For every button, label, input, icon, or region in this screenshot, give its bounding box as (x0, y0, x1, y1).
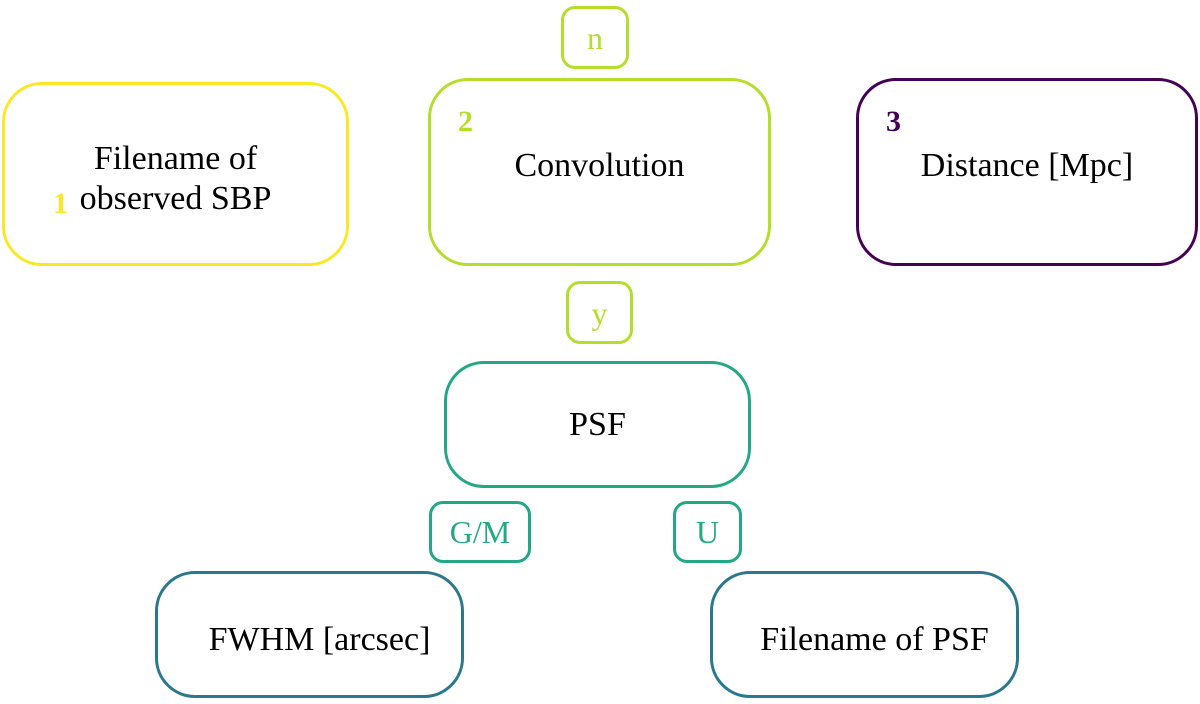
option-y-tag[interactable]: y (566, 281, 633, 344)
psf-filename-label: Filename of PSF (760, 620, 989, 658)
option-gm-label: G/M (449, 514, 511, 550)
option-u-tag[interactable]: U (673, 501, 742, 563)
option-gm-tag[interactable]: G/M (429, 501, 531, 563)
observed-sbp-filename-label: Filename of observed SBP (80, 139, 272, 219)
option-y-label: y (591, 294, 608, 331)
option-u-label: U (695, 514, 720, 550)
fwhm-box[interactable]: FWHM [arcsec] (155, 571, 464, 698)
step-number-3: 3 (886, 105, 901, 138)
step-number-2: 2 (458, 105, 473, 138)
distance-box[interactable]: 3 Distance [Mpc] (856, 78, 1198, 266)
convolution-label: Convolution (514, 147, 685, 184)
fwhm-label: FWHM [arcsec] (208, 620, 431, 658)
psf-label: PSF (569, 405, 626, 443)
distance-label: Distance [Mpc] (920, 147, 1134, 184)
observed-sbp-filename-box[interactable]: 1 Filename of observed SBP (2, 82, 349, 266)
step-number-1: 1 (53, 187, 68, 220)
option-n-tag[interactable]: n (561, 6, 629, 69)
label-line-2: observed SBP (79, 180, 272, 217)
psf-filename-box[interactable]: Filename of PSF (710, 571, 1019, 698)
label-line-1: Filename of (93, 140, 258, 177)
psf-box[interactable]: PSF (444, 361, 751, 488)
convolution-box[interactable]: 2 Convolution (428, 78, 771, 266)
option-n-label: n (587, 19, 603, 56)
